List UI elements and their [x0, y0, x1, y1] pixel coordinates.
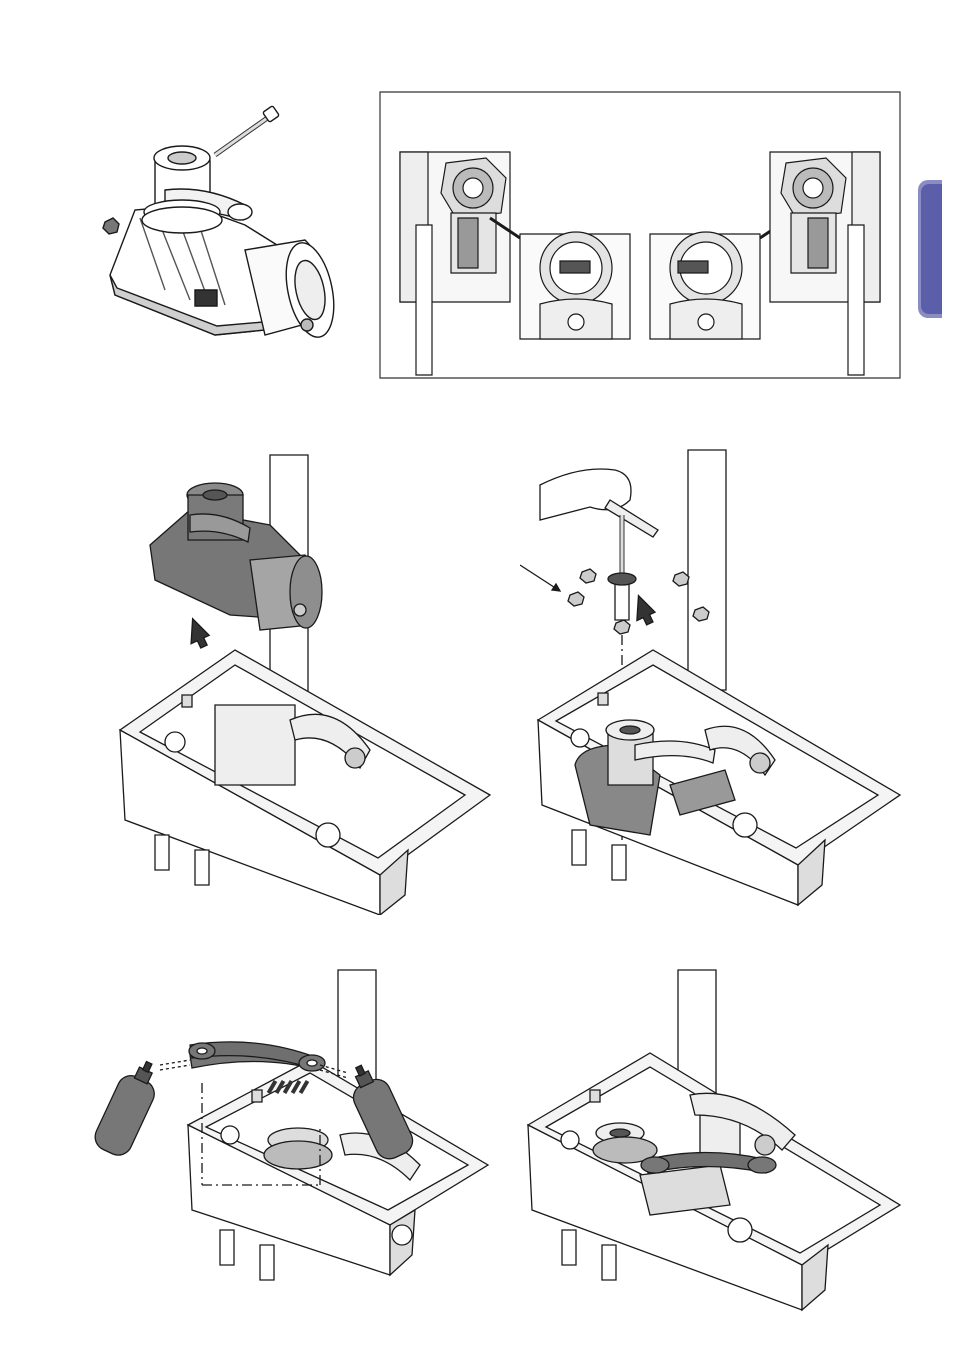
grease-lever-arm-figure	[90, 965, 495, 1315]
wrench-icon	[520, 450, 900, 905]
tighten-nuts-with-wrench-figure	[520, 445, 905, 915]
grease-spray-icon	[91, 970, 488, 1315]
box-insert-icon	[120, 455, 490, 915]
gearmotor-icon	[103, 106, 341, 342]
lever-arm-fitted-figure	[520, 965, 905, 1315]
release-position-detail-figure	[378, 90, 902, 380]
insert-gearmotor-into-box-figure	[110, 450, 495, 915]
chapter-tab-fill	[921, 184, 942, 314]
gearmotor-with-screw-figure	[95, 100, 355, 360]
release-lever-icon	[380, 92, 900, 378]
lever-arm-icon	[528, 970, 900, 1310]
chapter-tab	[918, 180, 942, 318]
